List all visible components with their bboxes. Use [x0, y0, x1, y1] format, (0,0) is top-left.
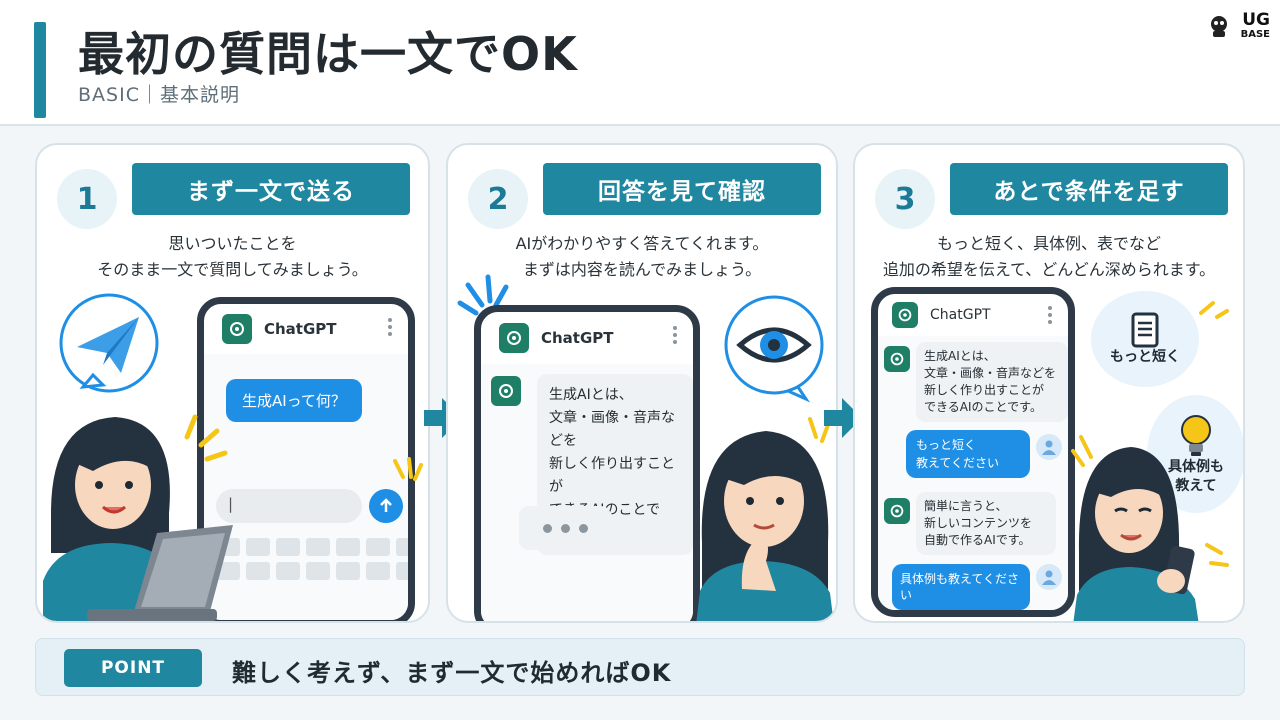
chatgpt-logo-icon: [222, 314, 252, 344]
more-options-icon[interactable]: [1048, 306, 1052, 326]
step-description-line: 追加の希望を伝えて、どんどん深められます。: [882, 260, 1216, 279]
app-name: ChatGPT: [541, 329, 614, 347]
step-title: まず一文で送る: [132, 163, 410, 215]
ai-message-line: 文章・画像・音声などを: [924, 366, 1057, 380]
step-number: 2: [468, 169, 528, 229]
step-number: 3: [875, 169, 935, 229]
sparkle-accent: [457, 274, 509, 316]
step-number: 1: [57, 169, 117, 229]
step-title: 回答を見て確認: [543, 163, 821, 215]
lightbulb-icon: [1181, 415, 1211, 456]
chatgpt-logo-icon: [491, 376, 521, 406]
user-icon: [1036, 564, 1062, 590]
chat-body: 生成AIとは、 文章・画像・音声などを 新しく作り出すことが できるAIのことで…: [481, 364, 693, 621]
point-text: 難しく考えず、まず一文で始めればOK: [232, 659, 672, 687]
page-subtitle: BASIC｜基本説明: [78, 84, 240, 106]
phone-mockup: ChatGPT 生成AIって何？ |: [197, 297, 415, 621]
header: 最初の質問は一文でOK BASIC｜基本説明 UG BASE: [0, 0, 1280, 126]
user-icon: [1036, 434, 1062, 460]
chatgpt-logo-icon: [884, 498, 910, 524]
chat-body: 生成AIって何？ |: [204, 354, 408, 620]
ai-message-line: 新しく作り出すことが: [924, 383, 1045, 397]
logo-mascot-icon: [1211, 16, 1227, 37]
paper-plane-icon: [59, 293, 159, 393]
ai-message-line: 自動で作るAIです。: [924, 533, 1031, 547]
eye-icon: [724, 295, 824, 403]
logo-text-bottom: BASE: [1240, 29, 1270, 40]
ai-message: 簡単に言うと、 新しいコンテンツを 自動で作るAIです。: [916, 492, 1056, 555]
chat-header: ChatGPT: [481, 312, 693, 364]
up-arrow-icon: [380, 498, 392, 512]
chatgpt-logo-icon: [499, 323, 529, 353]
brand-logo: UG BASE: [1208, 12, 1270, 42]
chatgpt-logo-icon: [884, 346, 910, 372]
step-card-2: 2 回答を見て確認 AIがわかりやすく答えてくれます。 まずは内容を読んでみまし…: [446, 143, 838, 623]
next-step-arrow-icon: [824, 398, 862, 438]
step-description: もっと短く、具体例、表でなど 追加の希望を伝えて、どんどん深められます。: [855, 231, 1243, 283]
ai-message: 生成AIとは、 文章・画像・音声などを 新しく作り出すことが できるAIのことで…: [916, 342, 1068, 422]
app-name: ChatGPT: [930, 307, 991, 323]
logo-text-top: UG: [1242, 10, 1270, 30]
chat-header: ChatGPT: [204, 304, 408, 354]
document-icon: [1131, 312, 1159, 347]
user-message: 生成AIって何？: [226, 379, 362, 422]
user-message-line: 教えてください: [916, 456, 1000, 470]
input-cursor: |: [228, 495, 234, 513]
point-summary-bar: POINT 難しく考えず、まず一文で始めればOK: [35, 638, 1245, 696]
more-options-icon[interactable]: [673, 326, 677, 346]
woman-with-laptop-illustration: [43, 414, 233, 621]
phone-mockup: ChatGPT 生成AIとは、 文章・画像・音声などを 新しく作り出すことが で…: [871, 287, 1075, 617]
shorter-request-bubble: もっと短く: [1091, 291, 1199, 387]
step-description-line: まずは内容を読んでみましょう。: [522, 260, 762, 279]
step-card-3: 3 あとで条件を足す もっと短く、具体例、表でなど 追加の希望を伝えて、どんどん…: [853, 143, 1245, 623]
more-options-icon[interactable]: [388, 318, 392, 338]
step-description-line: そのまま一文で質問してみましょう。: [97, 260, 368, 279]
woman-with-phone-illustration: [1071, 435, 1229, 621]
message-input[interactable]: |: [216, 489, 362, 523]
keyboard: [216, 538, 408, 580]
ai-message-line: 文章・画像・音声などを: [549, 410, 675, 449]
typing-indicator: [519, 506, 611, 550]
bubble-label-line: 具体例も: [1168, 459, 1224, 475]
ai-message-line: 新しいコンテンツを: [924, 516, 1033, 530]
step-description-line: 思いついたことを: [168, 234, 297, 253]
next-step-arrow-icon: [424, 398, 462, 438]
chat-body: 生成AIとは、 文章・画像・音声などを 新しく作り出すことが できるAIのことで…: [878, 336, 1068, 610]
header-accent-bar: [34, 22, 46, 118]
step-description: AIがわかりやすく答えてくれます。 まずは内容を読んでみましょう。: [448, 231, 836, 283]
step-card-1: 1 まず一文で送る 思いついたことを そのまま一文で質問してみましょう。 Cha…: [35, 143, 430, 623]
bubble-label: もっと短く: [1110, 348, 1180, 365]
step-description-line: AIがわかりやすく答えてくれます。: [515, 234, 769, 253]
user-message: 具体例も教えてください: [892, 564, 1030, 610]
chat-header: ChatGPT: [878, 294, 1068, 336]
user-message: もっと短く 教えてください: [906, 430, 1030, 478]
phone-mockup: ChatGPT 生成AIとは、 文章・画像・音声などを 新しく作り出すことが で…: [474, 305, 700, 621]
page-title: 最初の質問は一文でOK: [78, 27, 578, 81]
ai-message-line: 新しく作り出すことが: [549, 456, 675, 495]
ai-message-line: 簡単に言うと、: [924, 499, 1008, 513]
thinking-woman-illustration: [696, 417, 834, 621]
app-name: ChatGPT: [264, 320, 337, 338]
step-description-line: もっと短く、具体例、表でなど: [936, 234, 1161, 253]
step-title: あとで条件を足す: [950, 163, 1228, 215]
point-tag: POINT: [64, 649, 202, 687]
step-description: 思いついたことを そのまま一文で質問してみましょう。: [37, 231, 428, 283]
ai-message-line: 生成AIとは、: [549, 387, 633, 403]
ai-message-line: できるAIのことです。: [924, 400, 1042, 414]
sparkle-accent: [1199, 301, 1229, 319]
send-button[interactable]: [369, 489, 403, 523]
sparkle-accent: [393, 457, 423, 481]
chatgpt-logo-icon: [892, 302, 918, 328]
bubble-label-line: 教えて: [1175, 478, 1217, 494]
ai-message-line: 生成AIとは、: [924, 349, 996, 363]
user-message-line: もっと短く: [916, 438, 977, 452]
